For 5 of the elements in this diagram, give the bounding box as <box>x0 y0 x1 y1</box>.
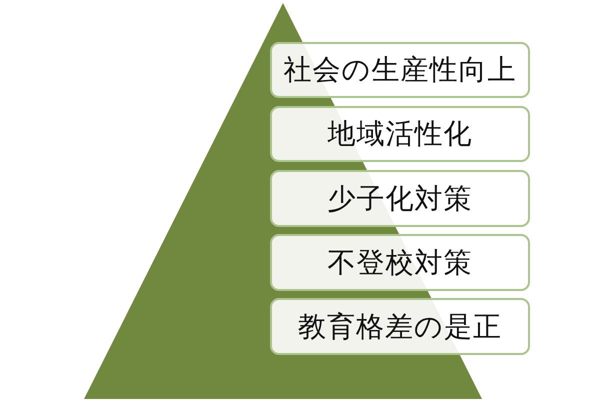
tier-box: 社会の生産性向上 <box>270 42 530 98</box>
tier-box: 教育格差の是正 <box>270 298 530 355</box>
tier-box: 不登校対策 <box>270 234 530 291</box>
tier-box: 少子化対策 <box>270 170 530 227</box>
tier-box: 地域活性化 <box>270 106 530 162</box>
